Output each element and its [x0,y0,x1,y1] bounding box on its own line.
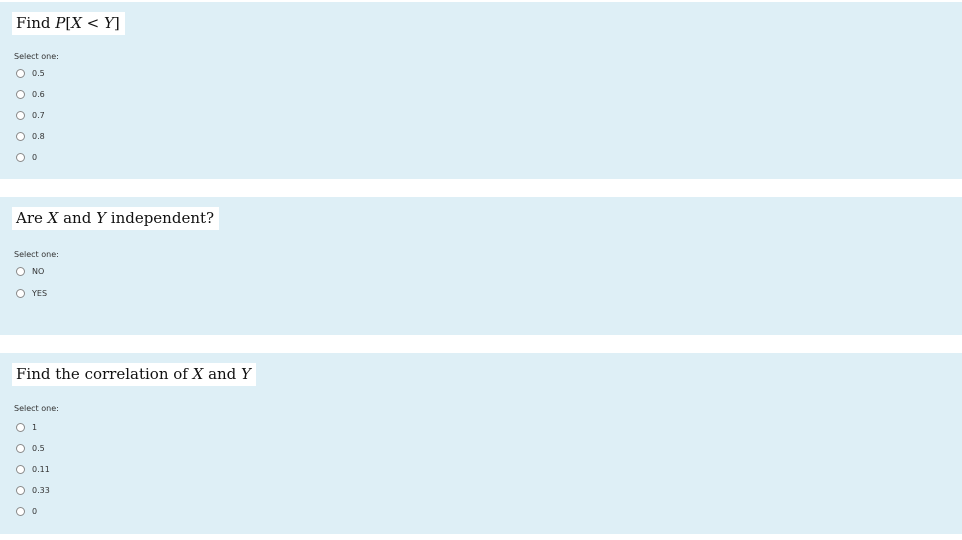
answer-option[interactable]: YES [16,286,47,300]
question-prompt: Find P[X < Y] [12,12,125,35]
answer-option-label: NO [32,266,45,276]
answer-option-label: YES [32,288,48,298]
select-one-label: Select one: [14,404,59,413]
answer-option-label: 0.7 [32,110,45,120]
answer-option-label: 0.8 [32,131,45,141]
question-prompt: Are X and Y independent? [12,207,220,230]
select-one-label: Select one: [14,52,59,61]
radio-button[interactable] [16,266,25,276]
radio-button[interactable] [16,68,25,78]
answer-option-label: 0 [32,506,38,516]
answer-option-label: 0.5 [32,443,45,453]
answer-option[interactable]: 0.5 [16,441,45,455]
radio-button[interactable] [16,152,25,162]
radio-button[interactable] [16,443,25,453]
answer-option-label: 0.33 [32,485,50,495]
answer-option-label: 1 [32,422,38,432]
answer-option[interactable]: 0.5 [16,66,45,80]
radio-button[interactable] [16,110,25,120]
answer-option-label: 0.11 [32,464,50,474]
answer-option[interactable]: 0.33 [16,483,50,497]
question-block-1: Find P[X < Y] Select one: 0.5 0.6 0.7 0.… [0,2,962,179]
radio-button[interactable] [16,422,25,432]
answer-option[interactable]: 1 [16,420,37,434]
answer-option[interactable]: 0.6 [16,87,45,101]
radio-button[interactable] [16,464,25,474]
answer-option-label: 0 [32,152,38,162]
answer-option-label: 0.5 [32,68,45,78]
answer-option-label: 0.6 [32,89,45,99]
answer-option[interactable]: NO [16,264,44,278]
radio-button[interactable] [16,131,25,141]
question-prompt: Find the correlation of X and Y [12,363,256,386]
radio-button[interactable] [16,506,25,516]
radio-button[interactable] [16,485,25,495]
answer-option[interactable]: 0 [16,504,37,518]
question-block-2: Are X and Y independent? Select one: NO … [0,197,962,335]
answer-option[interactable]: 0 [16,150,37,164]
radio-button[interactable] [16,89,25,99]
answer-option[interactable]: 0.7 [16,108,45,122]
question-block-3: Find the correlation of X and Y Select o… [0,353,962,534]
radio-button[interactable] [16,288,25,298]
answer-option[interactable]: 0.8 [16,129,45,143]
select-one-label: Select one: [14,250,59,259]
answer-option[interactable]: 0.11 [16,462,50,476]
